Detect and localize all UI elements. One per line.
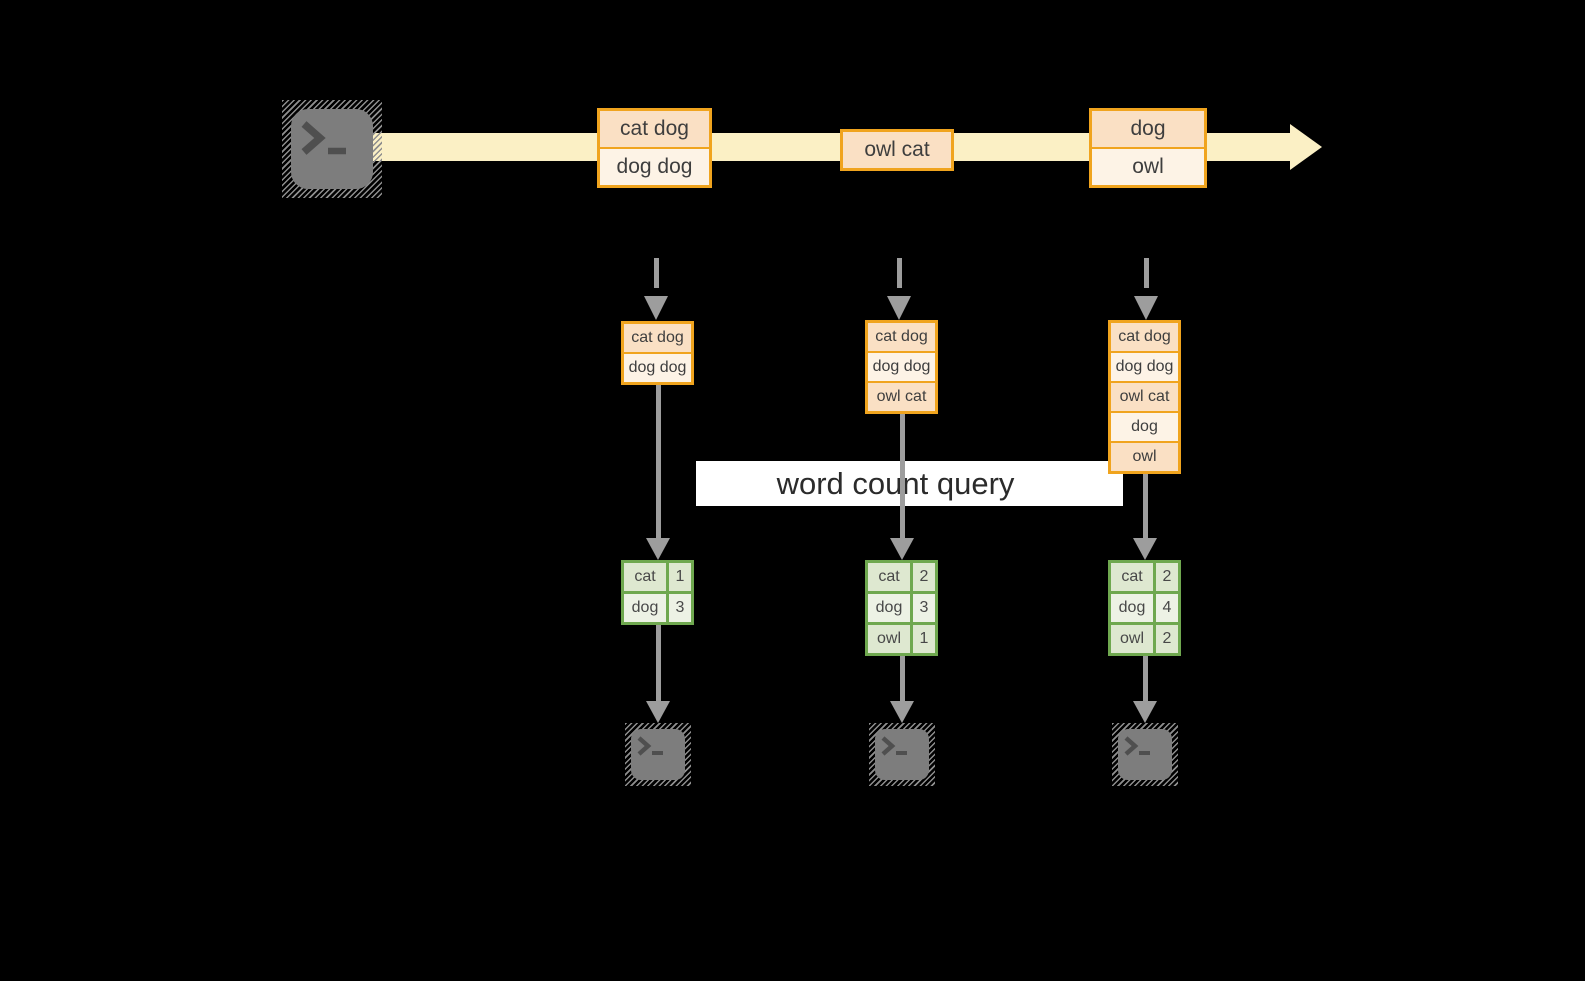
record: dog dog: [868, 353, 935, 381]
terminal-prompt-icon: [637, 736, 663, 756]
dashed-arrow-icon: [887, 258, 911, 320]
record: owl: [1111, 443, 1178, 471]
record: dog dog: [1111, 353, 1178, 381]
query-banner-label: word count query: [776, 465, 1015, 501]
dashed-arrow-icon: [644, 258, 668, 320]
arrow-down-icon: [890, 656, 914, 723]
record: owl cat: [1111, 383, 1178, 411]
stream-arrow-head-icon: [1290, 124, 1322, 170]
count-table-1: cat 1 dog 3: [621, 560, 694, 625]
query-banner: word count query: [696, 461, 1123, 506]
stream-batch-2: owl cat: [840, 129, 954, 171]
dashed-arrow-icon: [1134, 258, 1158, 320]
sink-terminal-icon: [869, 723, 935, 786]
count-value: 1: [669, 563, 691, 591]
record: cat dog: [624, 324, 691, 352]
record: cat dog: [600, 111, 709, 147]
count-table-3: cat 2 dog 4 owl 2: [1108, 560, 1181, 656]
source-terminal-icon: [282, 100, 382, 198]
count-value: 4: [1156, 594, 1178, 622]
count-value: 3: [913, 594, 935, 622]
terminal-prompt-icon: [881, 736, 907, 756]
arrow-down-icon: [1133, 474, 1157, 560]
stream-batch-3: dog owl: [1089, 108, 1207, 188]
count-word: cat: [1111, 563, 1153, 591]
count-word: dog: [1111, 594, 1153, 622]
count-value: 3: [669, 594, 691, 622]
record: dog: [1111, 413, 1178, 441]
count-word: dog: [868, 594, 910, 622]
arrow-down-icon: [890, 414, 914, 560]
count-value: 2: [1156, 563, 1178, 591]
record: cat dog: [1111, 323, 1178, 351]
sink-terminal-icon: [1112, 723, 1178, 786]
arrow-down-icon: [646, 385, 670, 560]
sink-terminal-icon: [625, 723, 691, 786]
count-value: 2: [913, 563, 935, 591]
input-state-1: cat dog dog dog: [621, 321, 694, 385]
count-word: cat: [868, 563, 910, 591]
count-value: 2: [1156, 625, 1178, 653]
count-word: cat: [624, 563, 666, 591]
arrow-down-icon: [646, 625, 670, 723]
record: owl cat: [843, 132, 951, 168]
count-value: 1: [913, 625, 935, 653]
record: owl: [1092, 149, 1204, 185]
arrow-down-icon: [1133, 656, 1157, 723]
record: cat dog: [868, 323, 935, 351]
input-state-2: cat dog dog dog owl cat: [865, 320, 938, 414]
count-table-2: cat 2 dog 3 owl 1: [865, 560, 938, 656]
record: dog: [1092, 111, 1204, 147]
input-state-3: cat dog dog dog owl cat dog owl: [1108, 320, 1181, 474]
record: dog dog: [600, 149, 709, 185]
count-word: owl: [1111, 625, 1153, 653]
terminal-prompt-icon: [1124, 736, 1150, 756]
record: dog dog: [624, 354, 691, 382]
terminal-prompt-icon: [301, 121, 346, 155]
stream-batch-1: cat dog dog dog: [597, 108, 712, 188]
count-word: owl: [868, 625, 910, 653]
count-word: dog: [624, 594, 666, 622]
record: owl cat: [868, 383, 935, 411]
